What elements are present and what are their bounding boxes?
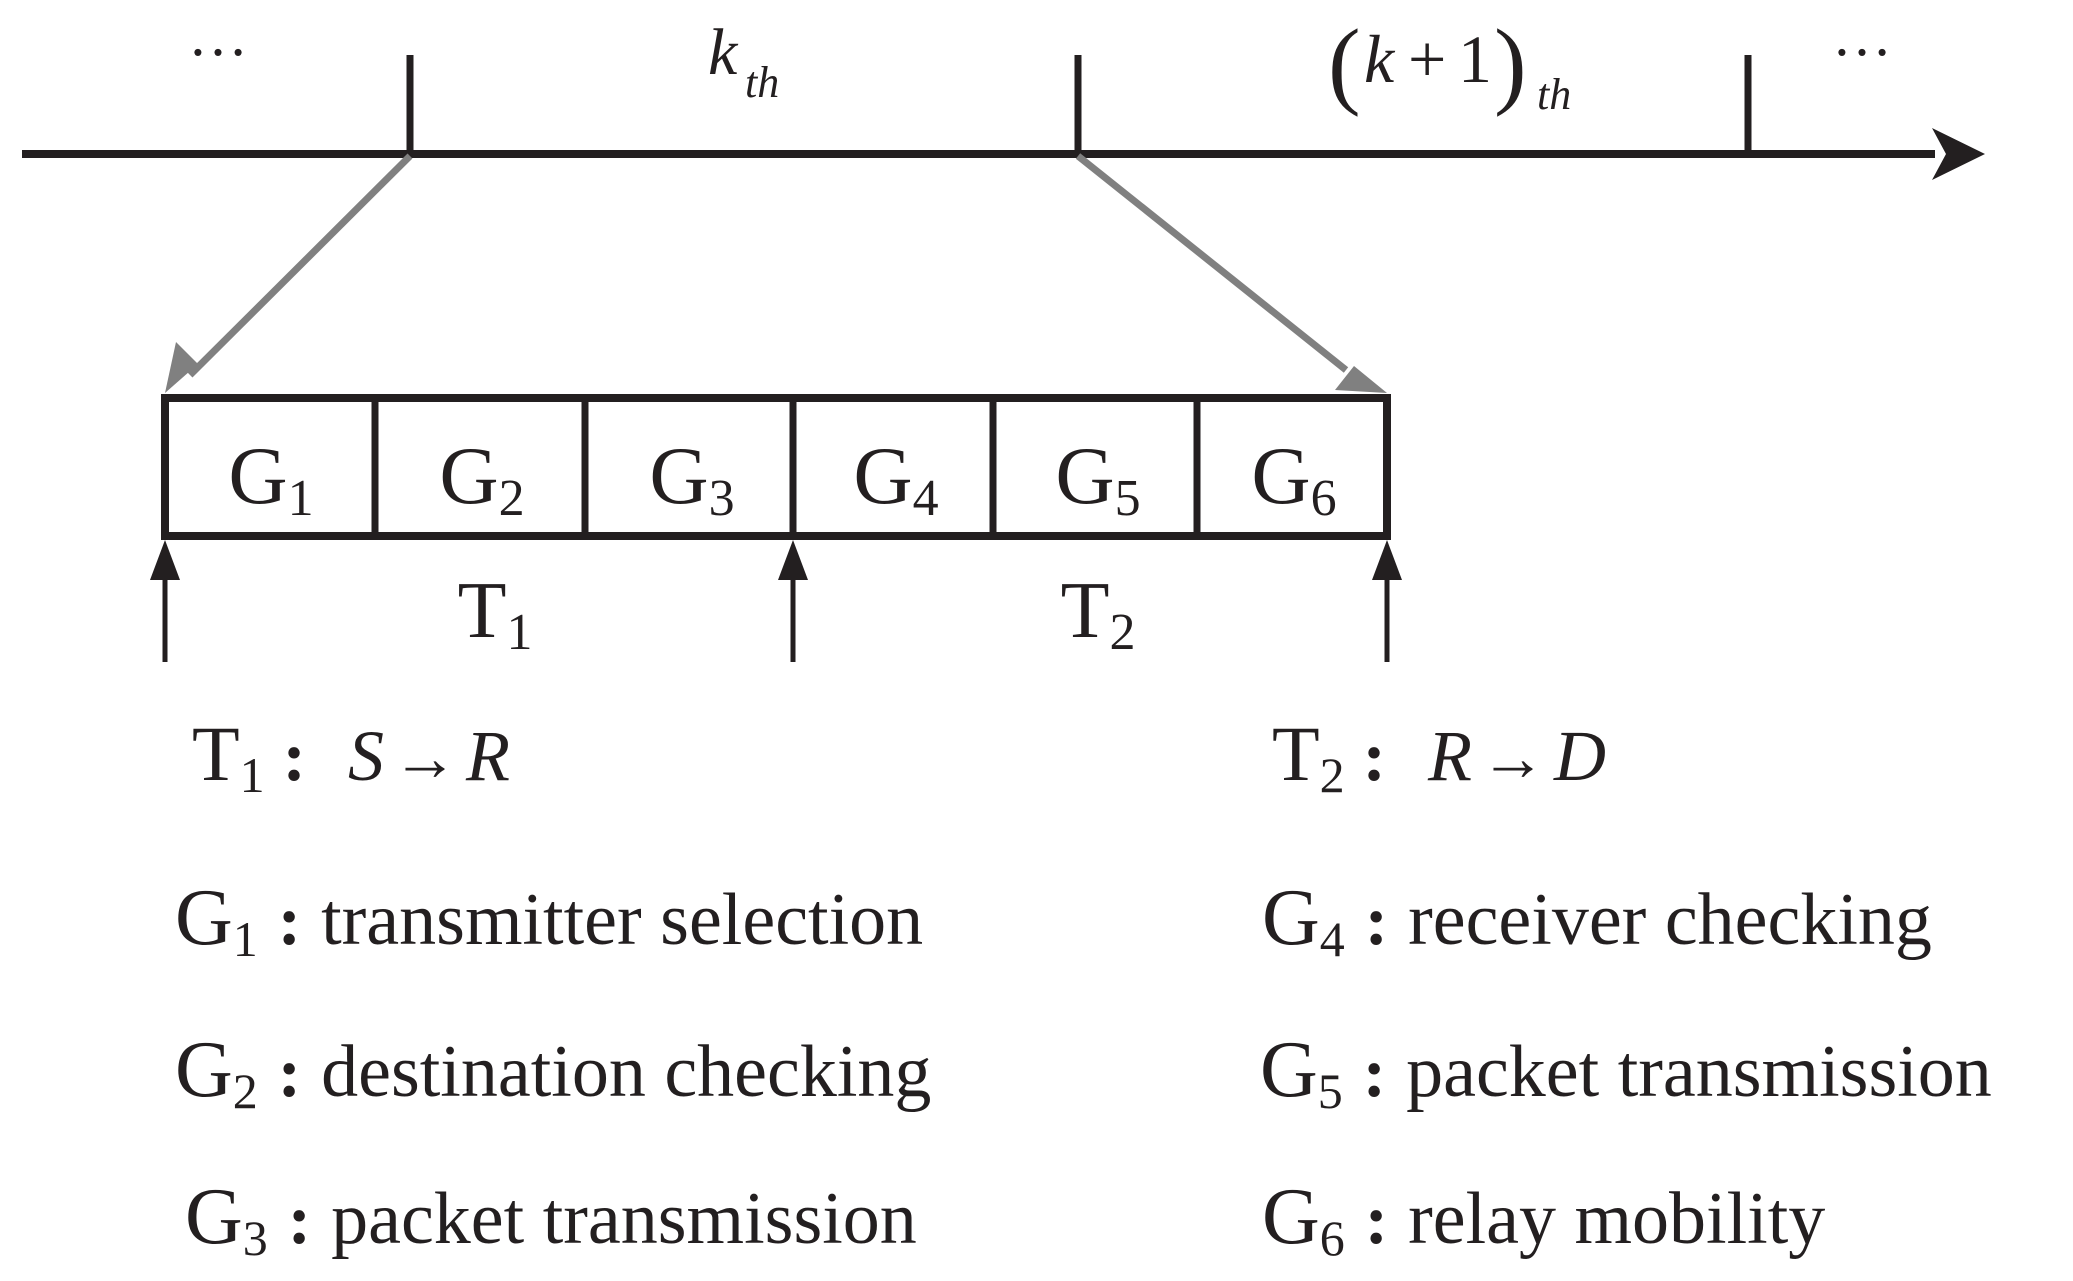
frame-box: G1 G2 G3 G4 G5 G6 bbox=[161, 394, 1391, 540]
legend-t1-sub: 1 bbox=[240, 747, 265, 803]
legend-g2-colon: : bbox=[278, 1035, 301, 1112]
cell-g4-base: G bbox=[853, 430, 912, 521]
slot-label-k1-sub: th bbox=[1537, 70, 1571, 119]
cell-g6-label: G6 bbox=[1251, 430, 1336, 527]
legend-g3-base: G bbox=[185, 1173, 243, 1261]
legend-g3-sub: 3 bbox=[243, 1210, 268, 1266]
legend-g6-colon: : bbox=[1365, 1182, 1388, 1259]
legend-t1-from: S bbox=[348, 716, 384, 796]
legend-g6: G6: relay mobility bbox=[1262, 1173, 1825, 1266]
slot-label-k-plus-1: ( k + 1 ) th bbox=[1328, 10, 1571, 119]
phase-t2-label: T2 bbox=[1061, 567, 1136, 661]
ellipsis-right: … bbox=[1832, 2, 1892, 68]
zoom-arrowhead-left bbox=[165, 342, 198, 393]
phase-boundaries: T1 T2 bbox=[150, 540, 1402, 662]
cell-g2-sub: 2 bbox=[499, 470, 525, 527]
legend-phases: T1:S→R T2:R→D bbox=[192, 710, 1606, 803]
legend-g5-base: G bbox=[1260, 1026, 1318, 1114]
legend-t2-colon: : bbox=[1363, 719, 1386, 796]
cell-g1-base: G bbox=[228, 430, 287, 521]
legend-g6-text: relay mobility bbox=[1408, 1178, 1825, 1260]
slot-label-k1-plus: + bbox=[1408, 21, 1446, 97]
legend-g5-colon: : bbox=[1363, 1035, 1386, 1112]
legend-g2-base: G bbox=[175, 1026, 233, 1114]
slot-label-k1-base: k bbox=[1364, 21, 1396, 97]
cell-g4-sub: 4 bbox=[913, 470, 939, 527]
legend-g3-colon: : bbox=[288, 1182, 311, 1259]
zoom-arrowhead-right bbox=[1335, 366, 1387, 393]
legend-g4-colon: : bbox=[1365, 883, 1388, 960]
cell-g3-sub: 3 bbox=[709, 470, 735, 527]
cell-g1-label: G1 bbox=[228, 430, 313, 527]
cell-g6-base: G bbox=[1251, 430, 1310, 521]
cell-g6-sub: 6 bbox=[1311, 470, 1337, 527]
legend-t2: T2: R→D bbox=[1272, 710, 1606, 803]
cell-g5-label: G5 bbox=[1055, 430, 1140, 527]
cell-g5-base: G bbox=[1055, 430, 1114, 521]
phase-t1-sub: 1 bbox=[506, 604, 532, 661]
phase-t2-base: T bbox=[1061, 567, 1110, 655]
legend-steps: G1:transmitter selection G2:destination … bbox=[175, 874, 1992, 1266]
phase-arrow-start-head bbox=[150, 540, 180, 580]
legend-t1-arrow: → bbox=[392, 722, 458, 795]
legend-g2-text: destination checking bbox=[321, 1031, 931, 1113]
time-axis-arrowhead bbox=[1932, 128, 1985, 180]
slot-label-k1-open: ( bbox=[1328, 10, 1361, 118]
legend-t2-base: T bbox=[1272, 710, 1320, 797]
legend-g2-sub: 2 bbox=[233, 1063, 258, 1119]
zoom-arrow-left bbox=[187, 153, 413, 378]
time-axis: … … k th ( k + 1 ) th bbox=[22, 2, 1985, 180]
legend-g3-text: packet transmission bbox=[331, 1178, 917, 1260]
cell-g3-base: G bbox=[649, 430, 708, 521]
cell-g1-sub: 1 bbox=[288, 470, 314, 527]
legend-t2-sub: 2 bbox=[1320, 747, 1345, 803]
frame-outline bbox=[161, 394, 1391, 540]
legend-g2: G2: destination checking bbox=[175, 1026, 931, 1119]
zoom-arrows bbox=[165, 153, 1387, 393]
legend-g5-sub: 5 bbox=[1318, 1063, 1343, 1119]
cell-g2-label: G2 bbox=[439, 430, 524, 527]
slot-label-k1-one: 1 bbox=[1458, 21, 1492, 97]
ellipsis-left: … bbox=[188, 2, 248, 68]
slot-label-k: k th bbox=[708, 16, 779, 107]
phase-t1-label: T1 bbox=[458, 567, 533, 661]
slot-label-k-sub: th bbox=[745, 58, 779, 107]
slot-label-k-base: k bbox=[708, 16, 739, 89]
legend-g4-text: receiver checking bbox=[1408, 879, 1932, 961]
phase-t1-base: T bbox=[458, 567, 507, 655]
legend-g5-text: packet transmission bbox=[1406, 1031, 1992, 1113]
legend-g4-base: G bbox=[1262, 874, 1320, 962]
legend-t2-arrow: → bbox=[1480, 722, 1546, 795]
legend-g4: G4: receiver checking bbox=[1262, 874, 1932, 967]
legend-g3: G3: packet transmission bbox=[185, 1173, 917, 1266]
legend-g1-base: G bbox=[175, 874, 233, 962]
legend-g1-colon: : bbox=[278, 883, 301, 960]
phase-arrow-end-head bbox=[1372, 540, 1402, 580]
cell-g3-label: G3 bbox=[649, 430, 734, 527]
phase-arrow-mid-head bbox=[778, 540, 808, 580]
legend-t1-base: T bbox=[192, 710, 240, 797]
cell-g4-label: G4 bbox=[853, 430, 938, 527]
legend-g1-text: transmitter selection bbox=[321, 879, 923, 961]
legend-t2-from: R bbox=[1427, 716, 1472, 796]
legend-t1-colon: : bbox=[283, 719, 306, 796]
legend-g1: G1: transmitter selection bbox=[175, 874, 923, 967]
legend-t2-to: D bbox=[1553, 716, 1606, 796]
legend-t1-to: R bbox=[465, 716, 510, 796]
cell-g2-base: G bbox=[439, 430, 498, 521]
legend-g6-base: G bbox=[1262, 1173, 1320, 1261]
legend-g6-sub: 6 bbox=[1320, 1210, 1345, 1266]
legend-g1-sub: 1 bbox=[233, 911, 258, 967]
zoom-arrow-right bbox=[1075, 153, 1349, 373]
legend-g4-sub: 4 bbox=[1320, 911, 1345, 967]
phase-t2-sub: 2 bbox=[1109, 604, 1135, 661]
slot-label-k1-close: ) bbox=[1494, 10, 1527, 118]
legend-g5: G5: packet transmission bbox=[1260, 1026, 1992, 1119]
cell-g5-sub: 5 bbox=[1115, 470, 1141, 527]
legend-t1: T1: S→R bbox=[192, 710, 510, 803]
